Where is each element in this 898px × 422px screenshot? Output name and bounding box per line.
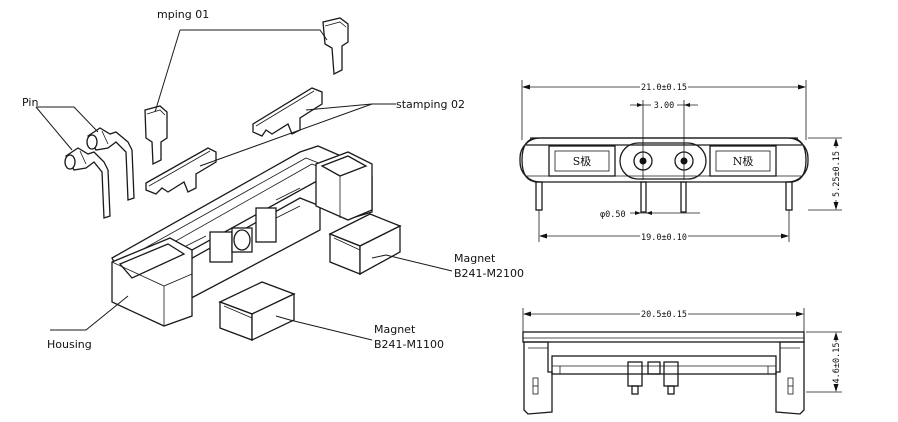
label-magnet-2-part: B241-M1100 bbox=[374, 338, 444, 351]
side-view: 20.5±0.15 4.6±0.15 bbox=[522, 308, 842, 415]
pin-window bbox=[619, 142, 707, 180]
stamping-02-lower bbox=[145, 147, 217, 195]
dim-pin-span: 19.0±0.10 bbox=[641, 233, 687, 243]
magnet-b241-m1100 bbox=[218, 281, 296, 342]
pin-upper bbox=[86, 127, 135, 201]
dim-pin-diameter: φ0.50 bbox=[600, 210, 626, 220]
top-view: 21.0±0.15 3.00 S极 N极 bbox=[519, 80, 842, 243]
south-pole-magnet bbox=[548, 145, 616, 177]
south-pole-label: S极 bbox=[573, 154, 592, 168]
north-pole-magnet bbox=[709, 145, 777, 177]
dim-side-height: 4.6±0.15 bbox=[832, 343, 842, 384]
label-housing: Housing bbox=[47, 338, 92, 351]
label-magnet-2-title: Magnet bbox=[374, 323, 416, 336]
side-view-left-bracket bbox=[523, 341, 553, 415]
label-magnet-1-part: B241-M2100 bbox=[454, 267, 524, 280]
label-stamping-02: stamping 02 bbox=[396, 98, 465, 111]
label-stamping-01: mping 01 bbox=[157, 8, 209, 21]
label-magnet-1-title: Magnet bbox=[454, 252, 496, 265]
side-view-right-bracket bbox=[775, 341, 805, 415]
dim-height: 5.25±0.15 bbox=[832, 151, 842, 197]
leader-lines bbox=[35, 29, 453, 341]
exploded-view: mping 01 Pin stamping 02 Housing Magnet … bbox=[22, 8, 524, 351]
dim-overall-width: 21.0±0.15 bbox=[641, 83, 687, 93]
stamping-01-upper bbox=[322, 17, 349, 76]
north-pole-label: N极 bbox=[733, 154, 754, 168]
label-pin: Pin bbox=[22, 96, 38, 109]
dim-pin-pitch: 3.00 bbox=[654, 101, 674, 111]
housing bbox=[111, 145, 373, 327]
magnet-b241-m2100 bbox=[328, 213, 402, 276]
pin-lower bbox=[64, 147, 111, 219]
dim-side-width: 20.5±0.15 bbox=[641, 310, 687, 320]
side-view-top-plate bbox=[522, 331, 805, 343]
stamping-01-lower bbox=[144, 105, 168, 166]
stamping-02-upper bbox=[252, 87, 323, 137]
